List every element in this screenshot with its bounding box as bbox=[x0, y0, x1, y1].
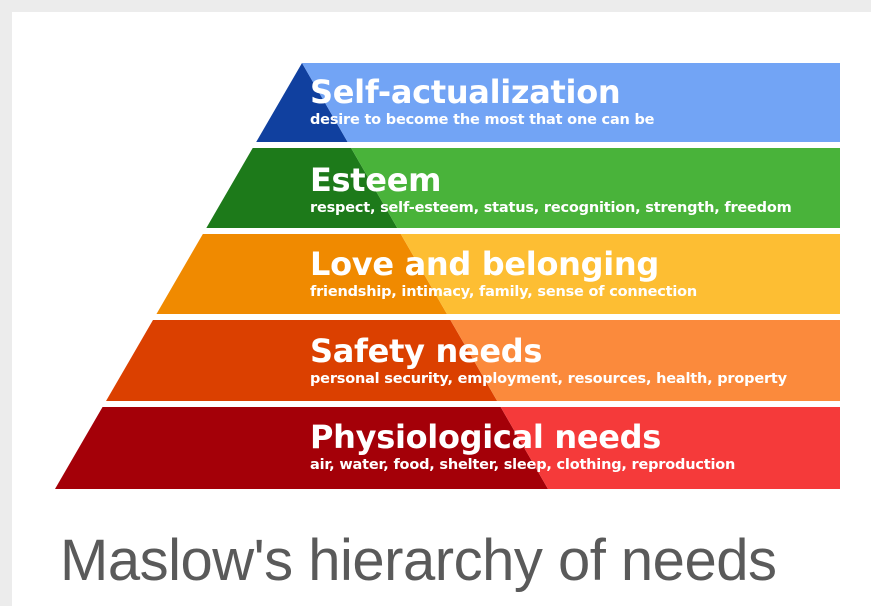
band-esteem-shade bbox=[206, 148, 398, 228]
level-love-and-belonging: Love and belonging friendship, intimacy,… bbox=[310, 246, 697, 302]
level-description: personal security, employment, resources… bbox=[310, 371, 787, 387]
band-self-actualization-shade bbox=[256, 63, 348, 142]
band-safety-needs bbox=[450, 320, 840, 401]
level-physiological-needs: Physiological needs air, water, food, sh… bbox=[310, 419, 735, 475]
level-description: air, water, food, shelter, sleep, clothi… bbox=[310, 457, 736, 473]
band-esteem bbox=[351, 148, 840, 228]
level-self-actualization: Self-actualization desire to become the … bbox=[310, 73, 655, 130]
band-love-and-belonging bbox=[400, 234, 840, 314]
band-self-actualization bbox=[302, 63, 840, 142]
level-safety-needs: Safety needs personal security, employme… bbox=[310, 333, 787, 389]
band-physiological-needs-shade bbox=[55, 407, 548, 489]
band-love-and-belonging-shade bbox=[156, 234, 447, 314]
level-description: friendship, intimacy, family, sense of c… bbox=[310, 284, 698, 300]
level-title: Safety needs bbox=[310, 332, 543, 370]
level-title: Love and belonging bbox=[310, 245, 660, 283]
level-description: respect, self-esteem, status, recognitio… bbox=[310, 200, 792, 216]
level-description: desire to become the most that one can b… bbox=[310, 112, 655, 128]
level-esteem: Esteem respect, self-esteem, status, rec… bbox=[310, 162, 792, 218]
level-title: Esteem bbox=[310, 161, 442, 199]
band-safety-needs-shade bbox=[106, 320, 498, 401]
diagram-caption: Maslow's hierarchy of needs bbox=[60, 528, 777, 593]
band-physiological-needs bbox=[500, 407, 840, 489]
level-title: Self-actualization bbox=[310, 73, 621, 111]
level-title: Physiological needs bbox=[310, 418, 662, 456]
